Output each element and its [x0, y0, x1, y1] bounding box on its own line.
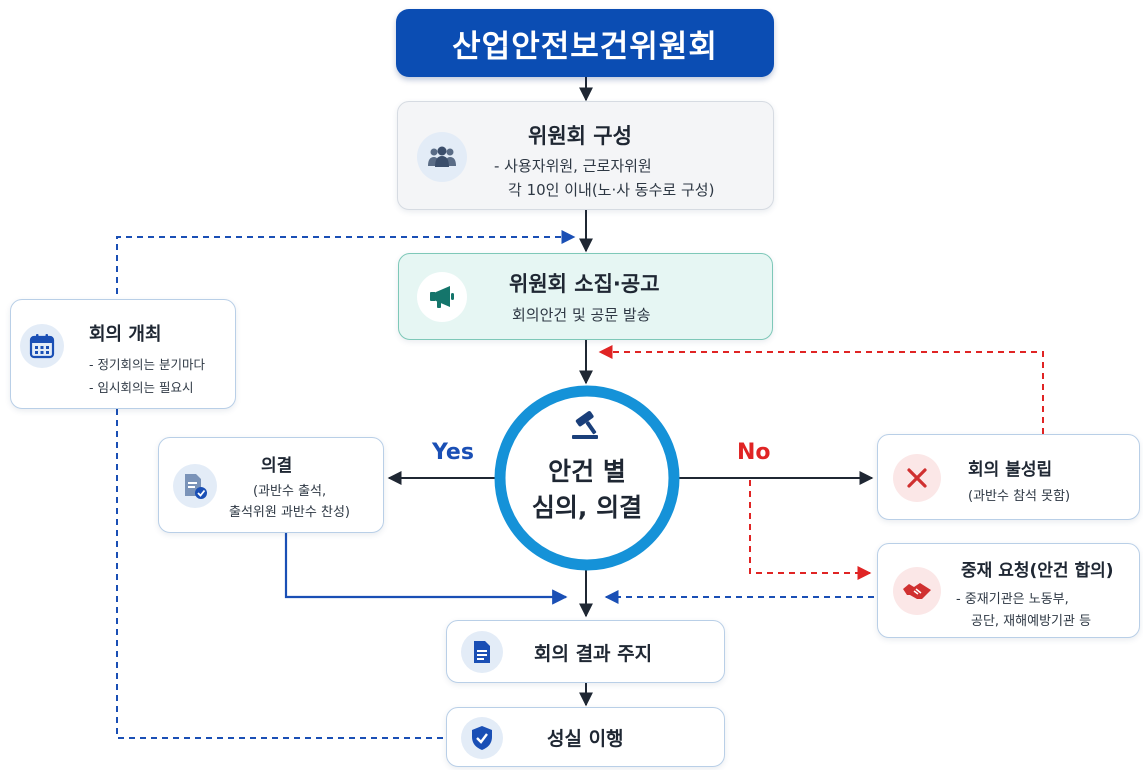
resolution-line2: 출석위원 과반수 찬성): [229, 505, 350, 520]
deliberation-line1: 안건 별: [548, 457, 626, 486]
shield-check-icon: [461, 717, 503, 759]
composition-line1: - 사용자위원, 근로자위원: [494, 157, 652, 175]
gavel-icon: [568, 410, 606, 440]
diagram-title: 산업안전보건위원회: [396, 9, 774, 77]
step-fulfill: 성실 이행: [446, 707, 725, 767]
convene-title: 위원회 소집·공고: [509, 272, 660, 296]
mediation-line1: - 중재기관은 노동부,: [956, 592, 1069, 607]
people-group-icon: [417, 132, 467, 182]
step-deliberation: 안건 별 심의, 의결: [505, 396, 669, 560]
arrow-resolution-to-notify: [284, 533, 568, 605]
yes-label: Yes: [432, 440, 474, 465]
x-mark-icon: [893, 454, 941, 502]
calendar-icon: [20, 324, 64, 368]
step-composition: 위원회 구성 - 사용자위원, 근로자위원 각 10인 이내(노·사 동수로 구…: [397, 101, 774, 210]
mediation-line2: 공단, 재해예방기관 등: [971, 614, 1092, 629]
failure-title: 회의 불성립: [968, 460, 1053, 480]
mediation-title: 중재 요청(안건 합의): [961, 561, 1114, 581]
meeting-line1: - 정기회의는 분기마다: [89, 357, 205, 372]
document-icon: [461, 631, 503, 673]
arrow-failure-to-convene: [598, 345, 1044, 434]
convene-line1: 회의안건 및 공문 발송: [512, 306, 651, 324]
step-resolution: 의결 (과반수 출석, 출석위원 과반수 찬성): [158, 437, 384, 533]
no-label: No: [737, 440, 771, 465]
fulfill-title: 성실 이행: [547, 728, 624, 750]
step-convene: 위원회 소집·공고 회의안건 및 공문 발송: [398, 253, 773, 340]
composition-line2: 각 10인 이내(노·사 동수로 구성): [508, 181, 715, 199]
composition-title: 위원회 구성: [528, 124, 632, 148]
meeting-title: 회의 개최: [89, 324, 162, 345]
resolution-title: 의결: [261, 456, 293, 476]
meeting-line2: - 임시회의는 필요시: [89, 380, 194, 395]
step-mediation: 중재 요청(안건 합의) - 중재기관은 노동부, 공단, 재해예방기관 등: [877, 543, 1140, 638]
notify-title: 회의 결과 주지: [534, 643, 653, 665]
deliberation-ring: [494, 385, 680, 571]
step-failure: 회의 불성립 (과반수 참석 못함): [877, 434, 1140, 520]
handshake-icon: [893, 567, 941, 615]
megaphone-icon: [417, 272, 467, 322]
resolution-line1: (과반수 출석,: [253, 484, 327, 499]
arrow-no-to-mediation: [749, 480, 872, 580]
failure-line1: (과반수 참석 못함): [968, 489, 1071, 504]
arrow-fulfill-loop: [116, 230, 576, 739]
deliberation-line2: 심의, 의결: [531, 493, 643, 522]
step-notify: 회의 결과 주지: [446, 620, 725, 683]
step-meeting: 회의 개최 - 정기회의는 분기마다 - 임시회의는 필요시: [10, 299, 236, 409]
document-check-icon: [173, 464, 217, 508]
